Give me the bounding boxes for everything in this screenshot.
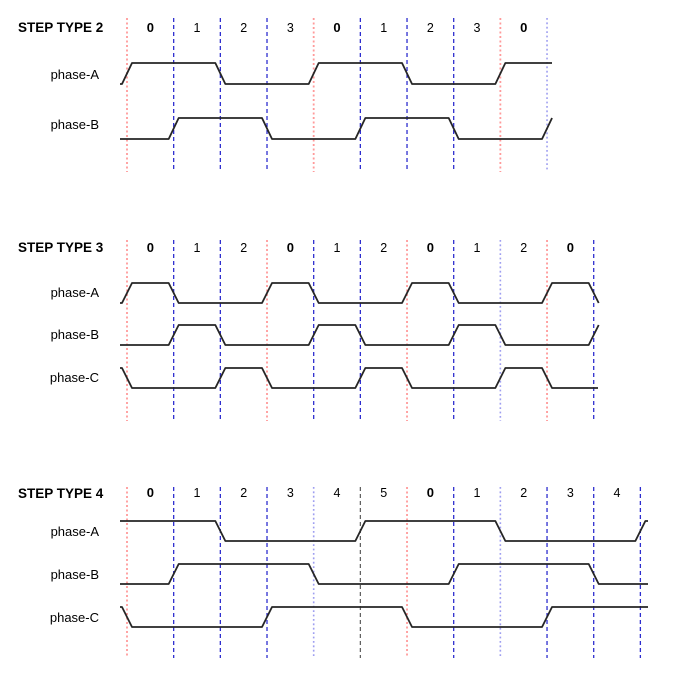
- step-number: 0: [287, 240, 294, 255]
- diagram-step-type-4: STEP TYPE 4 0 1 2 3 4 5 0 1 2 3 4 phase-A phase-B phas…: [18, 485, 648, 658]
- step-number: 3: [567, 486, 574, 500]
- step-number: 0: [147, 240, 154, 255]
- phase-label: phase-B: [51, 567, 99, 582]
- step-number: 0: [520, 20, 527, 35]
- phase-label: phase-A: [51, 285, 100, 300]
- step-number: 1: [474, 486, 481, 500]
- step-number: 0: [147, 485, 154, 500]
- step-number: 3: [287, 21, 294, 35]
- step-number: 2: [380, 241, 387, 255]
- diagram-title: STEP TYPE 4: [18, 486, 104, 501]
- step-number: 4: [614, 486, 621, 500]
- step-number: 4: [334, 486, 341, 500]
- step-number: 3: [474, 21, 481, 35]
- phase-label: phase-A: [51, 524, 100, 539]
- waveform-phase-B: [120, 324, 600, 346]
- step-number: 0: [427, 485, 434, 500]
- diagram-step-type-2: STEP TYPE 2 0 1 2 3 0 1 2 3 0 phase-A phase-B: [18, 18, 553, 172]
- phase-label: phase-B: [51, 327, 99, 342]
- step-number: 0: [567, 240, 574, 255]
- step-number: 1: [194, 21, 201, 35]
- step-number: 2: [240, 486, 247, 500]
- waveform-phase-C: [120, 367, 598, 389]
- phase-label: phase-C: [50, 370, 99, 385]
- waveform-phase-A: [120, 282, 600, 304]
- phase-label: phase-C: [50, 610, 99, 625]
- step-number: 2: [427, 21, 434, 35]
- step-number: 5: [380, 486, 387, 500]
- waveform-phase-B: [120, 563, 648, 585]
- phase-label: phase-A: [51, 67, 100, 82]
- step-number: 1: [194, 241, 201, 255]
- diagram-title: STEP TYPE 3: [18, 240, 104, 255]
- diagram-step-type-3: STEP TYPE 3 0 1 2 0 1 2 0 1 2 0 phase-A phase-B phase…: [18, 240, 600, 421]
- step-number: 1: [380, 21, 387, 35]
- step-number: 2: [240, 21, 247, 35]
- step-number: 1: [474, 241, 481, 255]
- diagram-title: STEP TYPE 2: [18, 20, 103, 35]
- step-number: 2: [240, 241, 247, 255]
- waveform-phase-C: [120, 606, 648, 628]
- waveform-phase-B: [120, 117, 553, 140]
- waveform-phase-A: [120, 520, 648, 542]
- step-number: 0: [147, 20, 154, 35]
- step-number: 1: [194, 486, 201, 500]
- step-number: 3: [287, 486, 294, 500]
- step-number: 2: [520, 241, 527, 255]
- step-number: 0: [333, 20, 340, 35]
- step-number: 1: [334, 241, 341, 255]
- step-number: 2: [520, 486, 527, 500]
- waveform-phase-A: [120, 62, 552, 85]
- step-number: 0: [427, 240, 434, 255]
- phase-label: phase-B: [51, 117, 99, 132]
